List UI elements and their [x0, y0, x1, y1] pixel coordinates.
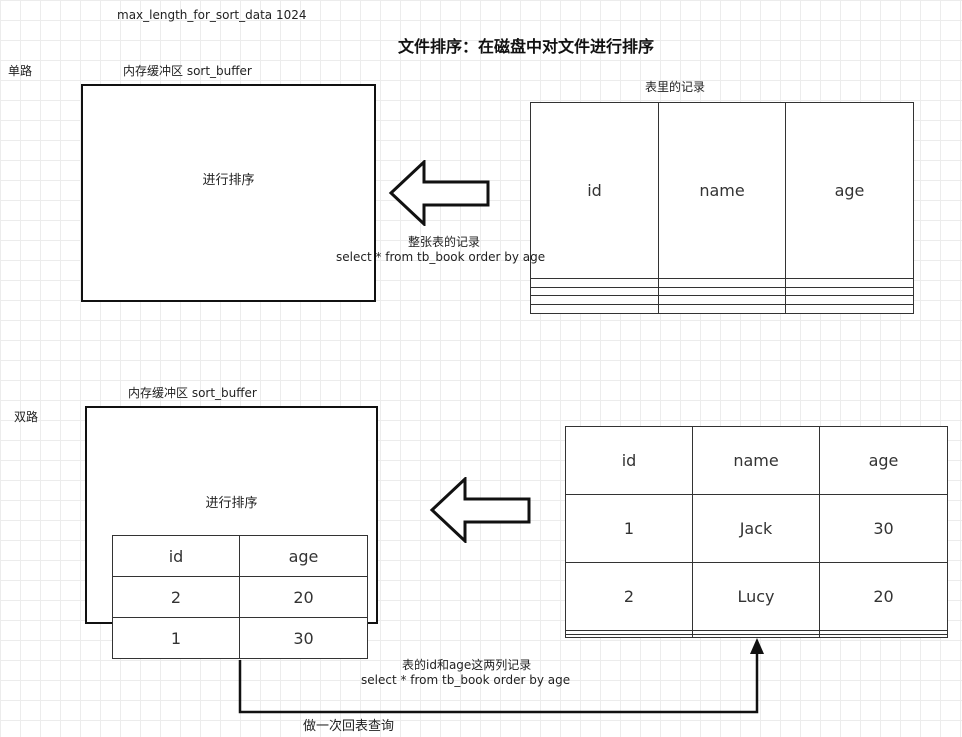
sorted-table-cell: 1 [112, 617, 240, 659]
sorted-table-header-cell: age [239, 535, 368, 577]
sorted-table-header-cell: id [112, 535, 240, 577]
single-table-cell [785, 286, 914, 297]
single-arrow-caption-2: select * from tb_book order by age [336, 250, 546, 264]
double-path-label: 双路 [14, 410, 39, 424]
table-lookup-caption: 做一次回表查询 [303, 719, 395, 734]
diagram-title: 文件排序：在磁盘中对文件进行排序 [398, 37, 655, 56]
double-buffer-text: 进行排序 [205, 496, 258, 511]
single-buffer-text: 进行排序 [202, 173, 255, 188]
double-table-cell [819, 633, 948, 639]
double-table-header-cell: age [819, 425, 948, 496]
sort-data-config-note: max_length_for_sort_data 1024 [117, 8, 307, 22]
single-table-cell [658, 277, 786, 288]
double-arrow-caption-1: 表的id和age这两列记录 [402, 658, 532, 672]
single-arrow-caption-1: 整张表的记录 [408, 235, 481, 249]
single-table-caption: 表里的记录 [645, 80, 706, 94]
double-arrow-caption-2: select * from tb_book order by age [361, 673, 571, 687]
double-table-row [565, 633, 948, 639]
single-table-row [530, 295, 914, 306]
single-table-header-cell: age [785, 102, 914, 279]
double-table-header-cell: name [692, 425, 820, 496]
double-table-cell: 2 [565, 562, 693, 632]
single-table-cell [658, 286, 786, 297]
double-table-cell: 1 [565, 494, 693, 564]
single-table-cell [785, 295, 914, 306]
single-table-cell [785, 277, 914, 288]
sorted-table-cell: 2 [112, 576, 240, 618]
single-table-row [530, 286, 914, 297]
single-table-row [530, 277, 914, 288]
single-table-cell [530, 295, 659, 306]
single-table-cell [658, 295, 786, 306]
table-lookup-connector [238, 638, 764, 714]
double-buffer-label: 内存缓冲区 sort_buffer [128, 386, 257, 400]
sorted-table-cell: 30 [239, 617, 368, 659]
single-path-label: 单路 [8, 64, 33, 78]
single-table-cell [658, 304, 786, 314]
lookup-arrowhead-icon [750, 638, 764, 654]
single-table-row [530, 304, 914, 314]
double-table-cell: Jack [692, 494, 820, 564]
single-table-header-cell: id [530, 102, 659, 279]
double-table-header-cell: id [565, 425, 693, 496]
single-table-cell [785, 304, 914, 314]
single-left-arrow [388, 160, 490, 226]
double-table-cell: Lucy [692, 562, 820, 632]
single-table-header-cell: name [658, 102, 786, 279]
single-sort-buffer: 进行排序 [81, 84, 376, 302]
single-table-cell [530, 277, 659, 288]
single-buffer-label: 内存缓冲区 sort_buffer [123, 64, 252, 78]
double-table-cell: 20 [819, 562, 948, 632]
sorted-table-cell: 20 [239, 576, 368, 618]
double-left-arrow [429, 477, 531, 543]
double-table-cell: 30 [819, 494, 948, 564]
single-table-cell [530, 286, 659, 297]
single-table-cell [530, 304, 659, 314]
